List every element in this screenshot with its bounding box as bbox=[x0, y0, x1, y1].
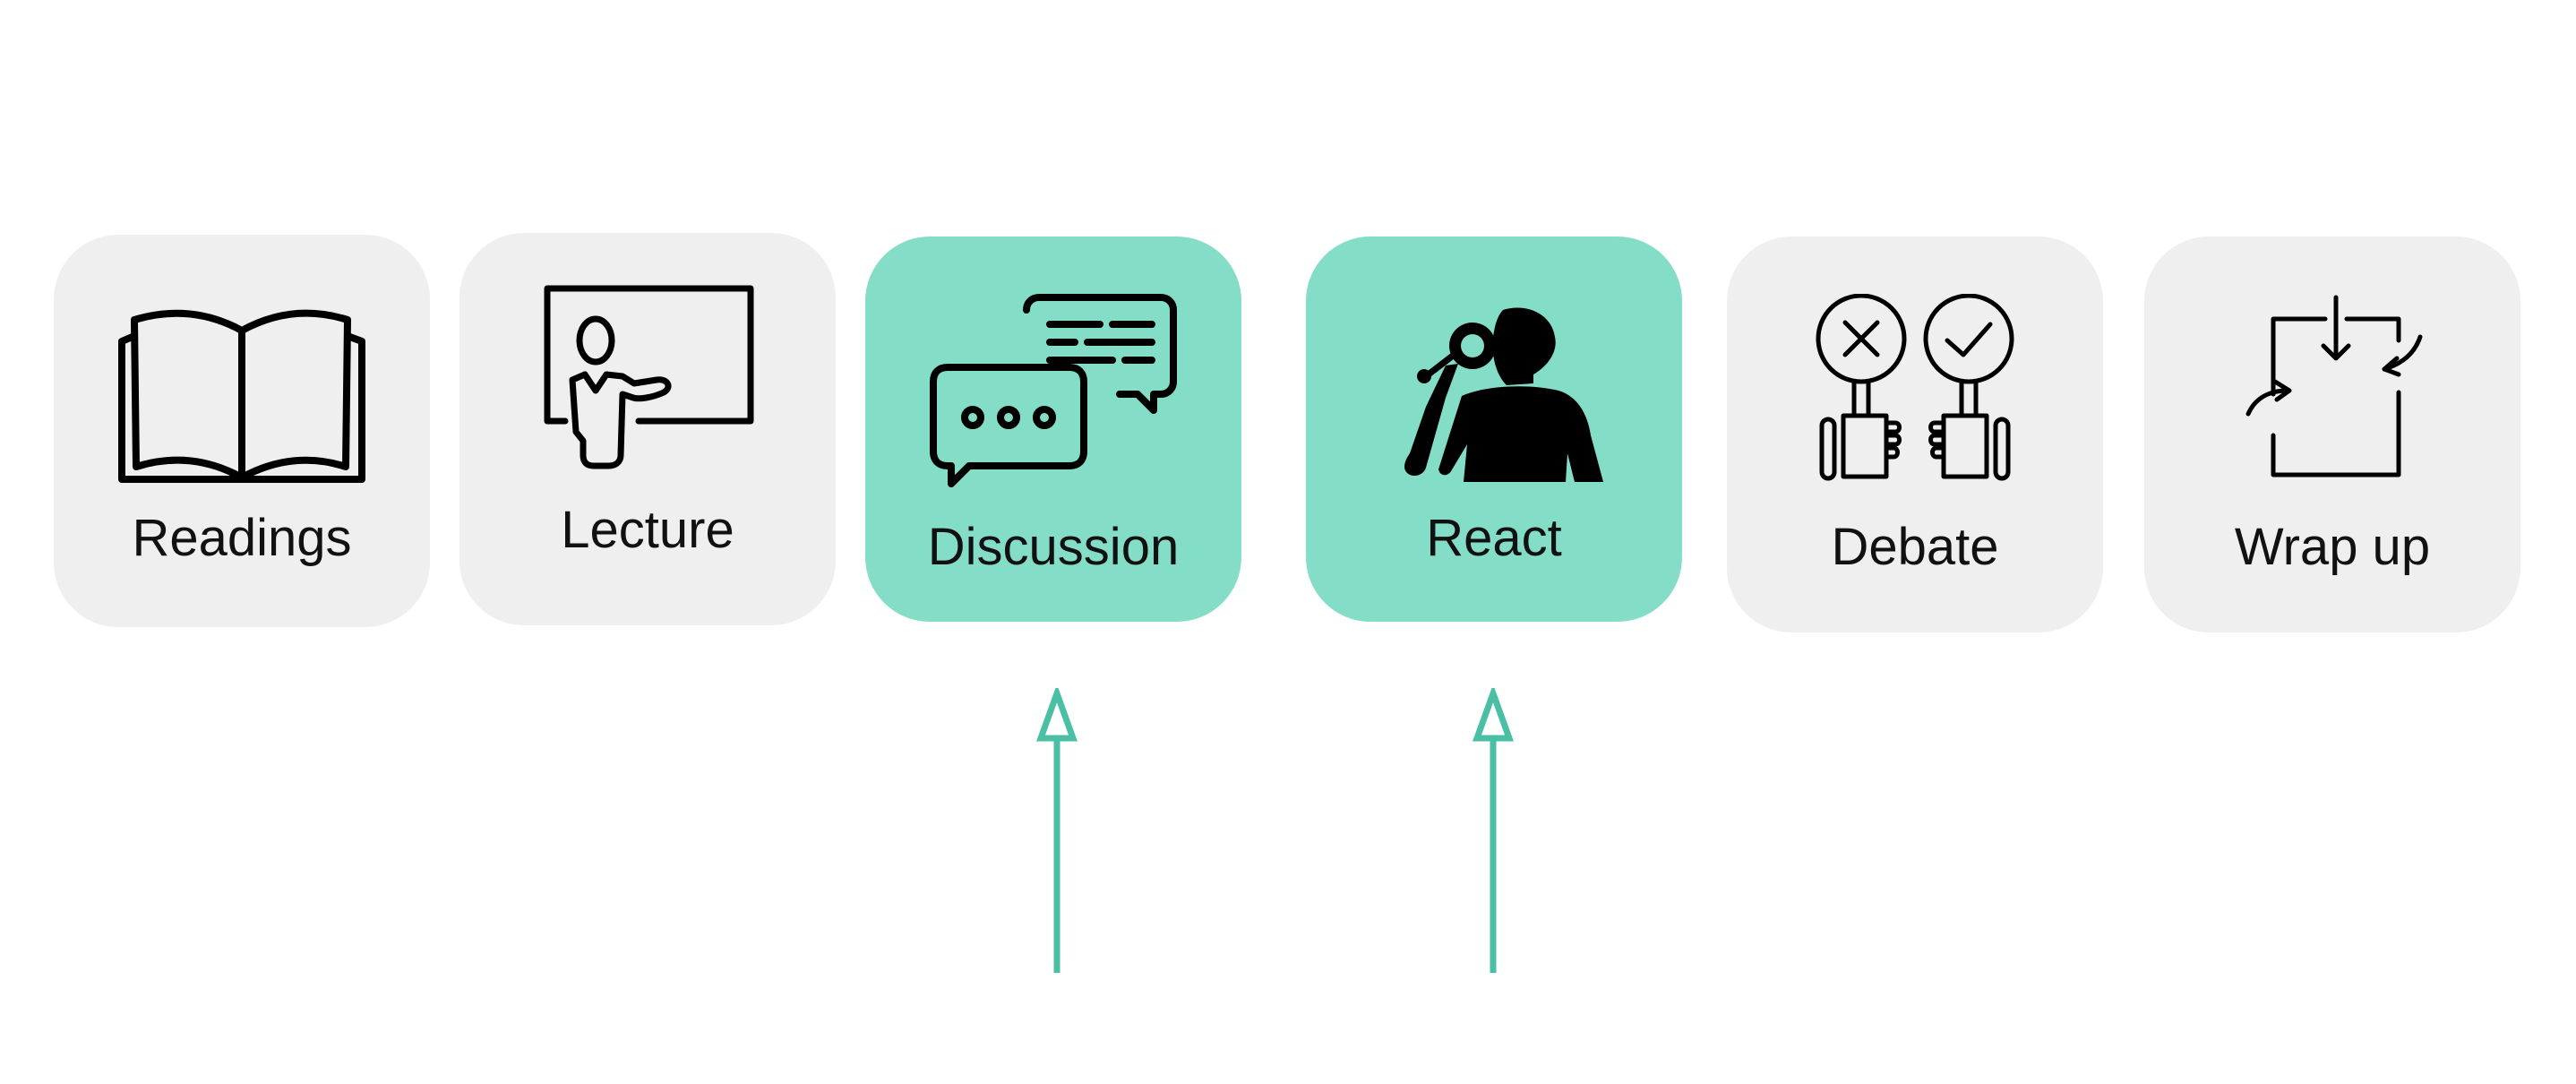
cross-check-signs-icon bbox=[1790, 294, 2040, 500]
step-label: Wrap up bbox=[2234, 518, 2431, 576]
step-card-readings: Readings bbox=[54, 235, 430, 627]
step-card-discussion: Discussion bbox=[865, 237, 1241, 622]
teacher-at-board-icon bbox=[522, 280, 773, 486]
step-label: Lecture bbox=[561, 501, 734, 559]
step-card-lecture: Lecture bbox=[459, 233, 836, 625]
cycle-arrows-icon bbox=[2207, 294, 2458, 500]
step-card-debate: Debate bbox=[1727, 237, 2103, 632]
open-book-icon bbox=[116, 293, 367, 499]
step-card-react: React bbox=[1306, 237, 1682, 622]
step-label: Discussion bbox=[927, 518, 1180, 576]
up-arrow-icon bbox=[1030, 688, 1084, 975]
step-label: Readings bbox=[132, 509, 352, 567]
person-with-magnifier-icon bbox=[1369, 301, 1619, 507]
step-label: Debate bbox=[1831, 518, 1999, 576]
step-label: React bbox=[1426, 509, 1562, 567]
step-card-wrap-up: Wrap up bbox=[2144, 237, 2520, 632]
up-arrow-icon bbox=[1466, 688, 1520, 975]
chat-bubbles-icon bbox=[928, 292, 1179, 498]
